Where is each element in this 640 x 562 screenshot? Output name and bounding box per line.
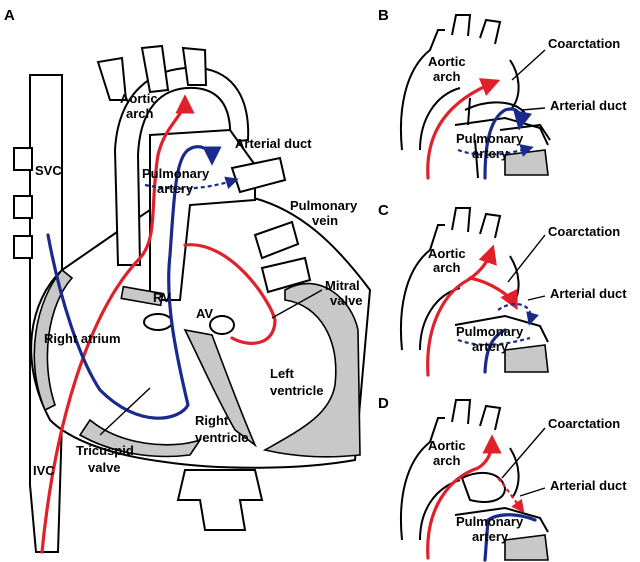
panel-d: D Aortic arch Coarctation Arterial duct … [378,395,627,562]
label-c-pulmonary-1: Pulmonary [456,324,524,339]
duct-dashed-flow-c [497,302,539,326]
label-d-aortic-1: Aortic [428,438,466,453]
label-pulmonary-1: Pulmonary [142,166,210,181]
label-d-pulmonary-1: Pulmonary [456,514,524,529]
label-right-ventricle-1: Right [195,413,229,428]
label-av: AV [196,306,213,321]
panel-c: C Aortic arch Coarctation Arterial duct … [378,202,627,377]
label-d-coarctation: Coarctation [548,416,620,431]
label-ivc: IVC [33,463,55,478]
duct-dashed-flow-d [497,477,525,514]
leader-tricuspid [99,387,151,436]
oxygenated-flow-c [426,244,497,377]
oxygenated-flow-a [40,94,195,554]
deoxygenated-flow-c [483,328,507,374]
panel-b: B Aortic arch Coarctation Arterial duct … [378,7,627,180]
label-right-atrium: Right atrium [44,331,121,346]
label-left-ventricle-2: ventricle [270,383,323,398]
label-pulmonary-2: artery [157,181,194,196]
label-b-pulmonary-1: Pulmonary [456,131,524,146]
label-mitral-1: Mitral [325,278,360,293]
label-d-aortic-2: arch [433,453,461,468]
label-d-arterial-duct: Arterial duct [550,478,627,493]
label-left-ventricle-1: Left [270,366,295,381]
panel-label-c: C [378,202,389,219]
label-svc: SVC [35,163,62,178]
panel-label-d: D [378,395,389,412]
oxygenated-flow-d [426,434,502,560]
label-rv: RV [153,290,171,305]
label-arterial-duct: Arterial duct [235,136,312,151]
label-c-aortic-1: Aortic [428,246,466,261]
panel-a: A SVC IVC Aortic arch Arterial duct Pulm… [4,7,372,554]
deoxygenated-flow-d [483,513,537,562]
label-tricuspid-2: valve [88,460,121,475]
pulmonary-dashed-flow-c [457,336,531,346]
label-c-aortic-2: arch [433,260,461,275]
pulmonary-dashed-flow-a [144,176,239,190]
panel-label-a: A [4,7,15,24]
label-c-coarctation: Coarctation [548,224,620,239]
label-mitral-2: valve [330,293,363,308]
leader-mitral [271,289,323,319]
label-b-arterial-duct: Arterial duct [550,98,627,113]
deoxygenated-flow-a [46,145,222,420]
label-tricuspid-1: Tricuspid [76,443,134,458]
label-d-pulmonary-2: artery [472,529,509,544]
label-b-pulmonary-2: artery [472,146,509,161]
oxygenated-flow-b [426,78,501,180]
label-pulm-vein-1: Pulmonary [290,198,358,213]
label-aortic-arch-1: Aortic [120,91,158,106]
label-pulm-vein-2: vein [312,213,338,228]
label-c-arterial-duct: Arterial duct [550,286,627,301]
label-c-pulmonary-2: artery [472,339,509,354]
label-b-aortic-1: Aortic [428,54,466,69]
heart-body [30,188,372,531]
label-b-aortic-2: arch [433,69,461,84]
label-right-ventricle-2: ventricle [195,430,248,445]
pulmonary-dashed-flow-b [457,144,534,157]
panel-label-b: B [378,7,389,24]
label-aortic-arch-2: arch [126,106,154,121]
oxygenated-flow-c-2 [468,276,518,311]
label-b-coarctation: Coarctation [548,36,620,51]
